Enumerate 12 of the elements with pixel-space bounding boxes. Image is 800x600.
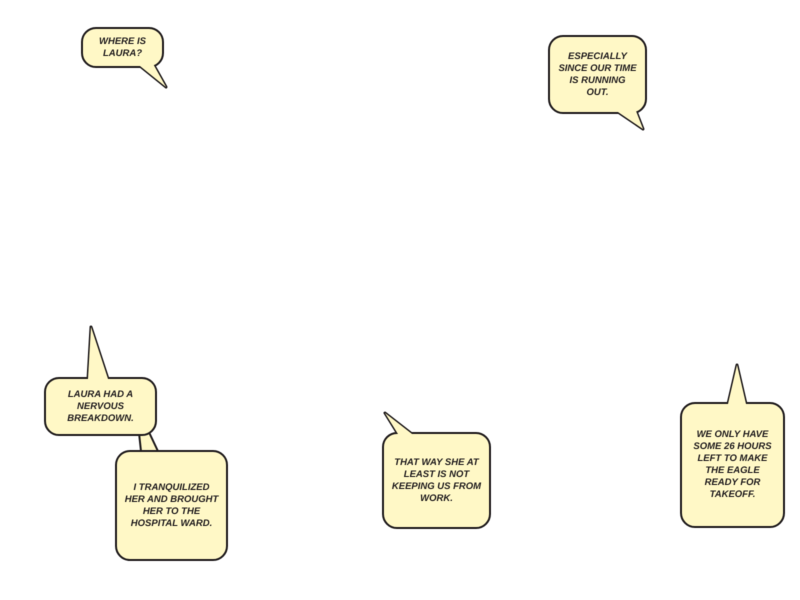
speech-text: I TRANQUILIZED HER AND BROUGHT HER TO THE HOSPITAL WARD. <box>124 482 220 530</box>
speech-bubble <box>114 449 229 562</box>
speech-text: ESPECIALLY SINCE OUR TIME IS RUNNING OUT. <box>558 50 638 98</box>
speech-text: LAURA HAD A NERVOUS BREAKDOWN. <box>66 388 135 424</box>
speech-bubble <box>43 325 158 437</box>
speech-bubble <box>80 26 168 89</box>
speech-text: THAT WAY SHE AT LEAST IS NOT KEEPING US FROM WORK. <box>392 456 482 504</box>
speech-bubble <box>547 34 648 131</box>
speech-text: WE ONLY HAVE SOME 26 HOURS LEFT TO MAKE THE EAGLE READY FOR TAKEOFF. <box>692 429 773 501</box>
speech-text: WHERE IS LAURA? <box>98 36 147 60</box>
speech-bubble <box>381 411 492 530</box>
speech-bubble <box>679 363 786 529</box>
